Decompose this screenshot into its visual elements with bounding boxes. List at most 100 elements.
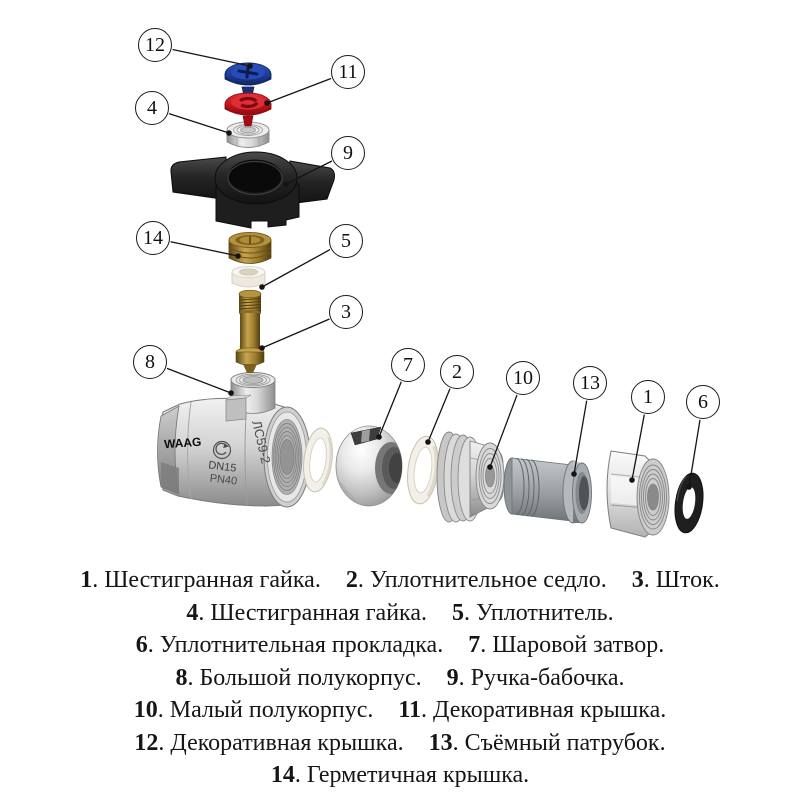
leader-line-10: [487, 394, 518, 470]
legend-entry-11: 11. Декоративная крышка.: [398, 694, 666, 727]
leader-line-1: [629, 414, 645, 483]
legend-entry-8: 8. Большой полукорпус.: [176, 662, 422, 695]
legend-entry-7: 7. Шаровой затвор.: [468, 629, 664, 662]
legend-entry-6: 6. Уплотнительная прокладка.: [136, 629, 443, 662]
legend-entry-number: 9: [446, 664, 459, 691]
legend-entry-5: 5. Уплотнитель.: [452, 597, 614, 630]
legend-entry-number: 13: [428, 729, 453, 756]
legend-line-5: 10. Малый полукорпус. 11. Декоративная к…: [0, 694, 800, 727]
legend-entry-separator: .: [458, 664, 471, 691]
legend-entry-14: 14. Герметичная крышка.: [271, 759, 529, 792]
legend-entry-name: Уплотнительное седло.: [369, 567, 607, 593]
legend-entry-name: Большой полукорпус.: [199, 664, 422, 691]
callout-3: 3: [329, 295, 363, 329]
callout-10: 10: [506, 361, 540, 395]
legend-entry-separator: .: [187, 664, 200, 691]
legend-line-4: 8. Большой полукорпус. 9. Ручка-бабочка.: [0, 662, 800, 695]
legend-entry-name: Шестигранная гайка.: [210, 599, 427, 626]
legend-entry-3: 3. Шток.: [632, 564, 720, 597]
callout-4: 4: [135, 91, 169, 125]
part-seat-left: [303, 427, 333, 493]
leader-line-3: [259, 318, 330, 351]
legend-entry-separator: .: [147, 632, 160, 658]
leader-line-5: [259, 249, 331, 290]
legend-entry-number: 14: [270, 762, 295, 788]
part-body-small: [436, 431, 505, 523]
legend-entry-number: 11: [398, 697, 422, 723]
legend-line-3: 6. Уплотнительная прокладка. 7. Шаровой …: [0, 629, 800, 662]
legend-entry-4: 4. Шестигранная гайка.: [186, 597, 427, 630]
callout-8: 8: [133, 345, 167, 379]
brand-marking: WAAG: [164, 435, 202, 452]
leader-line-8: [166, 367, 234, 396]
legend-entry-separator: .: [92, 567, 105, 593]
legend-entry-number: 8: [175, 664, 188, 691]
leader-line-12: [172, 48, 253, 69]
legend-line-2: 4. Шестигранная гайка. 5. Уплотнитель.: [0, 597, 800, 630]
leader-line-7: [376, 381, 402, 440]
legend-entry-name: Уплотнитель.: [475, 599, 614, 626]
part-ball: [335, 425, 403, 507]
leader-lines: [166, 48, 701, 490]
callout-6: 6: [686, 385, 720, 419]
legend-line-1: 1. Шестигранная гайка. 2. Уплотнительное…: [0, 564, 800, 597]
valve-exploded-view: WAAG DN15 PN40 ЛС59-2: [157, 48, 704, 538]
legend-entry-number: 4: [186, 599, 199, 626]
legend-entry-separator: .: [357, 567, 370, 593]
legend-entry-number: 7: [468, 632, 481, 658]
leader-line-2: [425, 388, 451, 445]
callout-13: 13: [573, 366, 607, 400]
legend-entry-separator: .: [157, 697, 170, 723]
callout-2: 2: [440, 355, 474, 389]
part-stem: [235, 289, 265, 373]
part-gland: [228, 232, 272, 264]
legend-entry-10: 10. Малый полукорпус.: [134, 694, 374, 727]
leader-line-14: [170, 241, 241, 259]
callout-14: 14: [136, 221, 170, 255]
legend-entry-separator: .: [463, 599, 476, 626]
parts-legend: 1. Шестигранная гайка. 2. Уплотнительное…: [0, 564, 800, 792]
legend-entry-name: Шестигранная гайка.: [104, 567, 321, 593]
leader-line-4: [168, 112, 232, 136]
part-handle: [170, 151, 335, 229]
legend-entry-name: Декоративная крышка.: [170, 729, 404, 756]
leader-line-6: [686, 419, 701, 490]
part-seat-right: [407, 435, 439, 505]
legend-entry-separator: .: [480, 632, 493, 658]
part-stem-nut: [226, 121, 270, 148]
legend-entry-number: 2: [345, 567, 358, 593]
legend-entry-number: 5: [451, 599, 464, 626]
leader-line-13: [571, 400, 588, 477]
legend-entry-separator: .: [452, 729, 465, 756]
legend-entry-name: Герметичная крышка.: [306, 762, 530, 788]
callout-9: 9: [331, 136, 365, 170]
legend-entry-number: 10: [133, 697, 158, 723]
legend-entry-name: Съёмный патрубок.: [464, 729, 666, 756]
legend-entry-2: 2. Уплотнительное седло.: [346, 564, 607, 597]
legend-entry-separator: .: [421, 697, 434, 723]
legend-entry-13: 13. Съёмный патрубок.: [429, 727, 666, 760]
callout-5: 5: [329, 224, 363, 258]
leader-line-9: [283, 160, 333, 187]
legend-entry-separator: .: [198, 599, 211, 626]
callout-7: 7: [391, 348, 425, 382]
legend-entry-name: Шток.: [655, 567, 720, 593]
legend-entry-separator: .: [643, 567, 656, 593]
part-gasket: [674, 472, 704, 534]
cert-mark: [212, 440, 232, 460]
legend-entry-9: 9. Ручка-бабочка.: [447, 662, 625, 695]
part-nut-large: [606, 450, 670, 538]
legend-entry-name: Шаровой затвор.: [492, 632, 665, 658]
legend-entry-name: Малый полукорпус.: [169, 697, 374, 723]
legend-line-7: 14. Герметичная крышка.: [0, 759, 800, 792]
legend-entry-name: Ручка-бабочка.: [470, 664, 625, 691]
callout-12: 12: [138, 28, 172, 62]
legend-entry-separator: .: [158, 729, 171, 756]
part-body-large: WAAG DN15 PN40 ЛС59-2: [157, 372, 311, 508]
leader-line-11: [264, 77, 332, 106]
part-pipe: [503, 457, 592, 524]
legend-entry-separator: .: [294, 762, 307, 788]
callout-1: 1: [631, 380, 665, 414]
callout-11: 11: [331, 55, 365, 89]
